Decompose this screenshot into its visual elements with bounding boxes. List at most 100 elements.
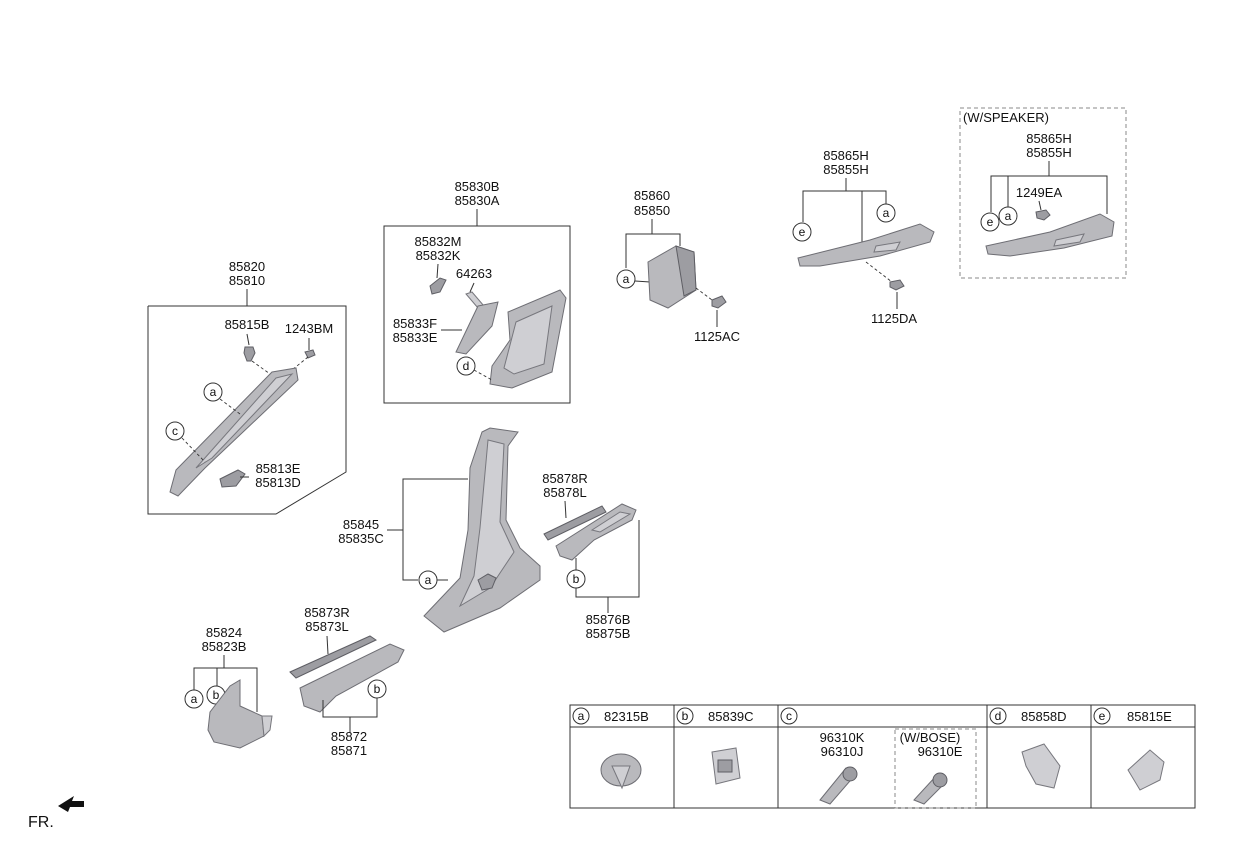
scuff-rear-label-1: 85878R [542,471,588,486]
legend-cell-a: a 82315B [572,707,649,790]
legend-e-part: 85815E [1127,709,1172,724]
scuff-front-group: 85873R 85873L b 85872 85871 [289,605,405,758]
legend-a-letter: a [578,709,585,723]
c-upper-label-1: 85865H [823,148,869,163]
speaker-title: (W/SPEAKER) [963,110,1049,125]
c-lower-bolt-label: 1125AC [694,329,740,344]
b-upper-box [383,225,571,404]
legend-bose-title: (W/BOSE) [900,730,961,745]
scuff-rear-label-2: 85878L [543,485,586,500]
scuff-rear-group: 85878R 85878L b 85876B 85875B [542,471,640,641]
a-pillar-clip-label: 85815B [225,317,270,332]
legend-a-part: 82315B [604,709,649,724]
scuff-front-label-1: 85873R [304,605,350,620]
legend-cell-e: e 85815E [1093,707,1172,791]
callout-b-3 [367,679,387,699]
bolt-1125ac-part [711,295,727,309]
legend-e-clip-part [1127,749,1165,791]
b-upper-small-label-2: 85832K [416,248,461,263]
a-pillar-label-2: 85810 [229,273,265,288]
a-pillar-cover-part [219,469,246,488]
b-upper-trim-label-1: 85833F [393,316,437,331]
speaker-label-1: 85865H [1026,131,1072,146]
speaker-bolt-label: 1249EA [1016,185,1063,200]
b-upper-small-label-1: 85832M [415,234,462,249]
legend-bose-box [894,728,977,809]
front-indicator: FR. [28,796,84,831]
a-pillar-group: 85820 85810 85815B 1243BM a c 85813E 858… [147,259,347,515]
callout-a-1 [203,382,223,402]
scuff-front-label-4: 85871 [331,743,367,758]
callout-a-4-text: a [1005,209,1012,223]
scuff-front-strip-part [289,635,378,679]
callout-a-6 [184,689,204,709]
b-upper-pad-label: 64263 [456,266,492,281]
callout-e-2 [980,212,1000,232]
c-lower-label-1: 85860 [634,188,670,203]
legend-d-clip-part [1021,743,1061,789]
c-pillar-lower-group: 85860 85850 a 1125AC [616,188,740,344]
scuff-front-label-3: 85872 [331,729,367,744]
b-pillar-upper-group: 85830B 85830A 85832M 85832K 64263 85833F… [383,179,571,404]
legend-c-part-2: 96310J [821,744,864,759]
callout-a-1-text: a [210,385,217,399]
speaker-trim-part [985,213,1115,257]
callout-c-1-text: c [172,424,178,438]
callout-d-1 [456,356,476,376]
legend-d-letter: d [995,709,1002,723]
legend-c-part-1: 96310K [820,730,865,745]
legend-cell-c: c 96310K 96310J (W/BOSE) 96310E [780,707,977,809]
speaker-group: (W/SPEAKER) 85865H 85855H 1249EA e a [959,107,1127,279]
callout-b-1-text: b [573,572,580,586]
c-upper-bolt-label: 1125DA [871,311,917,326]
legend-bose-part: 96310E [918,744,963,759]
legend-cell-b: b 85839C [676,707,754,785]
c-upper-trim-part [797,223,935,267]
b-pillar-lower-group: 85845 85835C a [338,427,541,633]
speaker-label-2: 85855H [1026,145,1072,160]
front-label: FR. [28,814,54,831]
legend-cell-d: d 85858D [989,707,1067,789]
clip-85815b-part [243,346,256,362]
c-lower-label-2: 85850 [634,203,670,218]
b-upper-small-part [429,277,447,295]
callout-c-1 [165,421,185,441]
callout-e-2-text: e [987,215,994,229]
scuff-front-label-2: 85873L [305,619,348,634]
scuff-rear-label-3: 85876B [586,612,631,627]
scuff-rear-strip-part [543,505,607,541]
callout-d-1-text: d [463,359,470,373]
c-pillar-upper-group: 85865H 85855H e a 1125DA [792,148,935,326]
callout-b-2-text: b [213,688,220,702]
b-lower-label-2: 85835C [338,531,384,546]
a-pillar-box [147,305,347,515]
callout-a-6-text: a [191,692,198,706]
legend-b-letter: b [682,709,689,723]
callout-b-3-text: b [374,682,381,696]
legend-d-part: 85858D [1021,709,1067,724]
a-pillar-cover-label-1: 85813E [256,461,301,476]
callout-a-4 [998,206,1018,226]
callout-e-1-text: e [799,225,806,239]
b-upper-trim-label-2: 85833E [393,330,438,345]
legend-c-letter: c [786,709,792,723]
a-pillar-label-1: 85820 [229,259,265,274]
callout-a-5-text: a [425,573,432,587]
bolt-1125da-part [889,279,905,291]
callout-a-3 [876,203,896,223]
b-upper-label-2: 85830A [455,193,500,208]
scuff-rear-label-4: 85875B [586,626,631,641]
a-pillar-cover-label-2: 85813D [255,475,301,490]
screw-1243bm-part [304,349,316,359]
c-upper-label-2: 85855H [823,162,869,177]
cowl-label-2: 85823B [202,639,247,654]
bolt-1249ea-part [1035,209,1051,221]
callout-a-2 [616,269,636,289]
b-upper-label-1: 85830B [455,179,500,194]
legend-b-part: 85839C [708,709,754,724]
front-arrow-icon [58,796,84,812]
scuff-front-plate-part [299,643,405,713]
b-lower-label-1: 85845 [343,517,379,532]
callout-a-2-text: a [623,272,630,286]
